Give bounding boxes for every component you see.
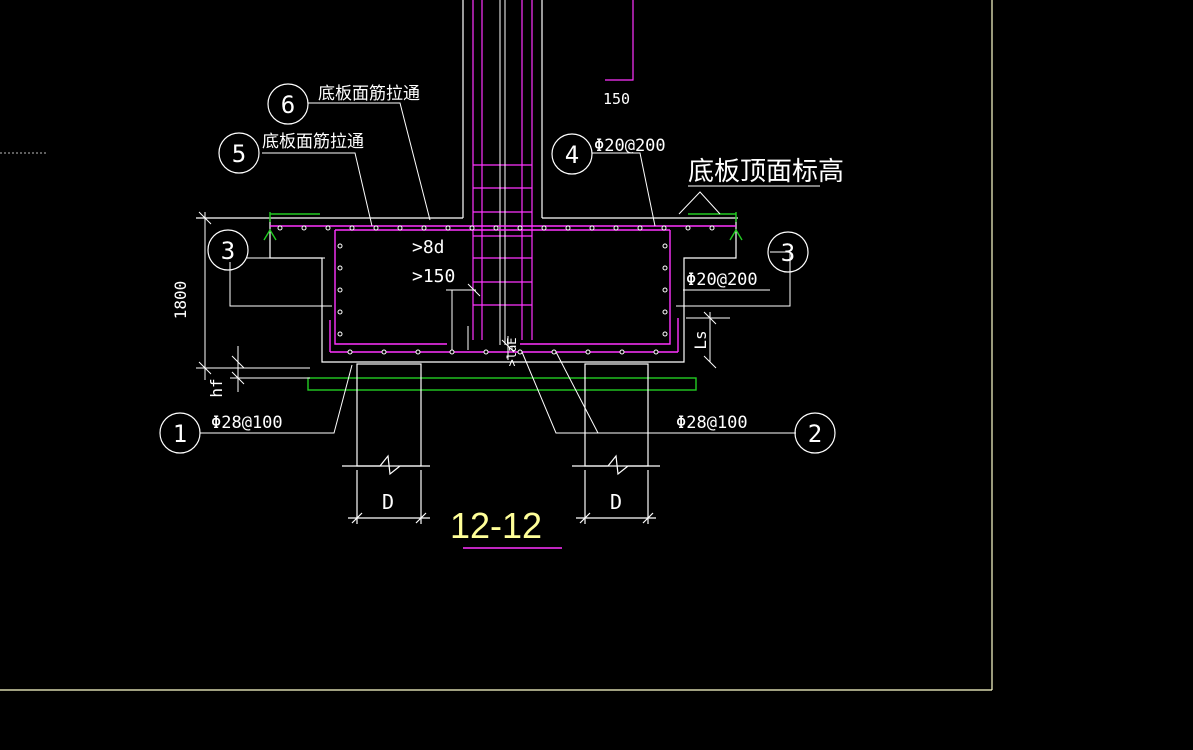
wall-rebar: [472, 0, 634, 340]
height-dimension: 1800: [171, 281, 190, 320]
spec-4-label: Φ20@200: [594, 136, 666, 156]
rebar-dot: [589, 225, 595, 231]
rebar-dot: [397, 225, 403, 231]
hf-label: hf: [207, 378, 226, 397]
anchor-8d-label: >8d: [412, 237, 445, 258]
marker-5: 5: [232, 140, 246, 168]
rebar-dot: [493, 225, 499, 231]
rebar-dot: [349, 225, 355, 231]
rebar-dot: [551, 349, 557, 355]
rebar-dot: [517, 225, 523, 231]
rebar-dot: [662, 309, 668, 315]
elevation-label: 底板顶面标高: [688, 157, 844, 187]
slab-rebar-cage: [270, 225, 736, 353]
marker-1: 1: [173, 420, 187, 448]
rebar-dot: [585, 349, 591, 355]
note-5-label: 底板面筋拉通: [262, 132, 364, 152]
wall-white-bars: [499, 0, 506, 345]
rebar-dot: [277, 225, 283, 231]
rebar-dot: [662, 265, 668, 271]
rebar-dot: [347, 349, 353, 355]
rebar-dot: [661, 225, 667, 231]
rebar-dot: [637, 225, 643, 231]
rebar-dot: [415, 349, 421, 355]
rebar-dot: [469, 225, 475, 231]
marker-circles: [159, 83, 836, 454]
pile-left-d-label: D: [382, 490, 394, 514]
ls-label: Ls: [691, 330, 710, 349]
rebar-dot: [449, 349, 455, 355]
lae-label: >laE: [505, 338, 519, 367]
dimension-lines: [196, 211, 730, 392]
rebar-dot: [709, 225, 715, 231]
marker-2: 2: [808, 420, 822, 448]
rebar-dot: [565, 225, 571, 231]
rebar-dot: [337, 331, 343, 337]
leaders: [200, 102, 820, 434]
top-dim-label: 150: [603, 90, 630, 108]
rebar-dot: [301, 225, 307, 231]
rebar-dot: [337, 287, 343, 293]
marker-3-right: 3: [781, 239, 795, 267]
anchor-150-label: >150: [412, 266, 455, 287]
rebar-dot: [381, 349, 387, 355]
rebar-dot: [445, 225, 451, 231]
note-6-label: 底板面筋拉通: [318, 84, 420, 104]
rebar-dot: [653, 349, 659, 355]
marker-6: 6: [281, 91, 295, 119]
rebar-dots: [277, 225, 715, 355]
spec-3-label: Φ20@200: [686, 270, 758, 290]
rebar-dot: [613, 225, 619, 231]
section-title: 12-12: [450, 505, 542, 546]
rebar-dot: [337, 265, 343, 271]
drawing-frame: [0, 0, 993, 691]
marker-4: 4: [565, 141, 579, 169]
wall-outline: [196, 0, 738, 219]
rebar-dot: [619, 349, 625, 355]
rebar-dot: [662, 243, 668, 249]
rebar-dot: [662, 331, 668, 337]
pile-right-d-label: D: [610, 490, 622, 514]
rebar-dot: [373, 225, 379, 231]
marker-3-left: 3: [221, 237, 235, 265]
rebar-dot: [483, 349, 489, 355]
piles: [342, 363, 660, 524]
rebar-dot: [662, 287, 668, 293]
rebar-dot: [685, 225, 691, 231]
rebar-dot: [541, 225, 547, 231]
ground-layer: [263, 212, 743, 391]
rebar-dot: [337, 309, 343, 315]
spec-2-label: Φ28@100: [676, 413, 748, 433]
spec-1-label: Φ28@100: [211, 413, 283, 433]
rebar-dot: [421, 225, 427, 231]
rebar-dot: [337, 243, 343, 249]
rebar-dot: [325, 225, 331, 231]
